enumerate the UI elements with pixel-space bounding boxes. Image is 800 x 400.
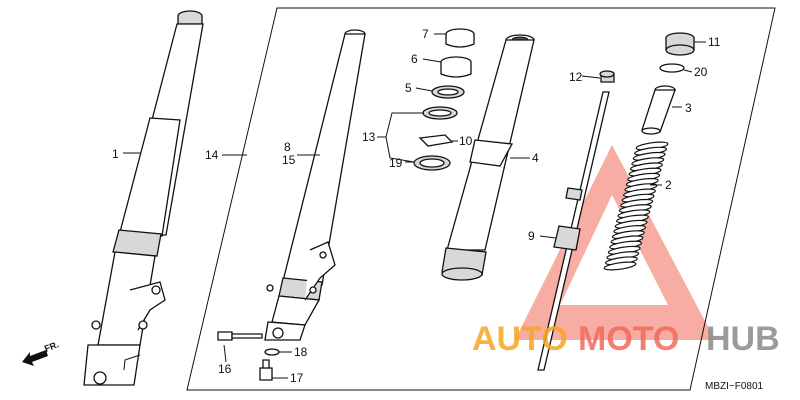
callout-numbers: 1 2 3 4 5 6 7 8 9 10 11 12 13 14 15 16 1… xyxy=(112,27,721,385)
damper-rod-9 xyxy=(537,91,610,371)
spacer-3 xyxy=(641,85,676,135)
seal-stack xyxy=(413,28,475,171)
fork-tube-assembly-8 xyxy=(264,29,366,341)
leader-lines xyxy=(123,33,706,379)
callout-1: 1 xyxy=(112,147,119,161)
outer-tube-4 xyxy=(441,34,535,281)
callout-5: 5 xyxy=(405,81,412,95)
watermark-part3: HUB xyxy=(706,320,780,358)
fork-leg-assembly-1 xyxy=(83,10,204,386)
callout-2: 2 xyxy=(665,178,672,192)
callout-11: 11 xyxy=(708,35,721,49)
cap-bolt-11 xyxy=(665,32,695,56)
o-ring-20 xyxy=(659,63,685,73)
bolt-17 xyxy=(259,359,273,381)
assembly-frame xyxy=(186,7,776,391)
watermark-text: AUTO MOTO HUB xyxy=(472,320,780,358)
callout-6: 6 xyxy=(411,52,418,66)
callout-15: 15 xyxy=(282,153,296,167)
nut-12 xyxy=(599,70,615,83)
callout-18: 18 xyxy=(294,345,308,359)
callout-8: 8 xyxy=(284,140,291,154)
callout-17: 17 xyxy=(290,371,304,385)
callout-13: 13 xyxy=(362,130,376,144)
fork-spring-2 xyxy=(603,141,669,271)
spring-coil xyxy=(603,261,637,271)
callout-7: 7 xyxy=(422,27,429,41)
watermark-part1: AUTO xyxy=(472,320,568,358)
watermark-part2: MOTO xyxy=(578,320,679,358)
callout-10: 10 xyxy=(459,134,473,148)
direction-label: FR. xyxy=(43,339,60,354)
callout-19: 19 xyxy=(389,156,403,170)
callout-12: 12 xyxy=(569,70,583,84)
callout-16: 16 xyxy=(218,362,232,376)
callout-3: 3 xyxy=(685,101,692,115)
callout-4: 4 xyxy=(532,151,539,165)
front-direction-arrow: FR. xyxy=(22,339,60,366)
washer-18 xyxy=(264,348,280,356)
callout-20: 20 xyxy=(694,65,708,79)
diagram-code: MBZI−F0801 xyxy=(705,381,764,392)
bolt-16 xyxy=(217,331,263,341)
callout-14: 14 xyxy=(205,148,219,162)
callout-9: 9 xyxy=(528,229,535,243)
